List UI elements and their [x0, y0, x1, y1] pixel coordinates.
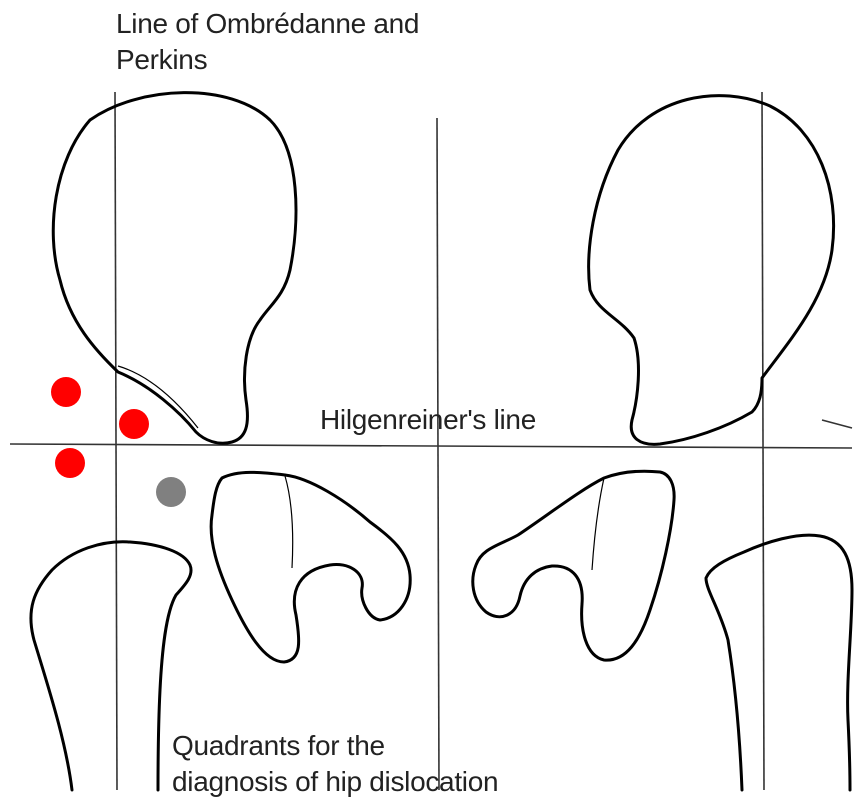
perkins-line-left: [115, 92, 117, 790]
right-ischiopubic-bone: [473, 471, 674, 660]
quadrants-caption: Quadrants for the diagnosis of hip dislo…: [172, 728, 498, 800]
hilgenreiner-line: [10, 444, 852, 448]
perkins-line-label: Line of Ombrédanne and Perkins: [116, 6, 419, 78]
midline: [437, 118, 439, 790]
red-dot-upper-inner: [119, 409, 149, 439]
perkins-label-line-2: Perkins: [116, 42, 419, 78]
left-ilium: [53, 93, 296, 444]
quadrants-caption-line-2: diagnosis of hip dislocation: [172, 764, 498, 800]
left-triradiate-cartilage: [285, 476, 293, 568]
right-ilium: [589, 96, 834, 445]
perkins-line-right: [762, 92, 764, 790]
right-triradiate-cartilage: [592, 478, 604, 570]
quadrants-caption-line-1: Quadrants for the: [172, 728, 498, 764]
right-femur: [706, 535, 852, 790]
hilgenreiner-line-label: Hilgenreiner's line: [320, 402, 536, 438]
edge-tick: [822, 420, 852, 428]
left-ischiopubic-bone: [211, 472, 410, 662]
red-dot-upper-outer: [51, 377, 81, 407]
left-femur: [31, 542, 191, 790]
red-dot-lower-outer: [55, 448, 85, 478]
gray-dot-lower-inner: [156, 477, 186, 507]
perkins-label-line-1: Line of Ombrédanne and: [116, 6, 419, 42]
